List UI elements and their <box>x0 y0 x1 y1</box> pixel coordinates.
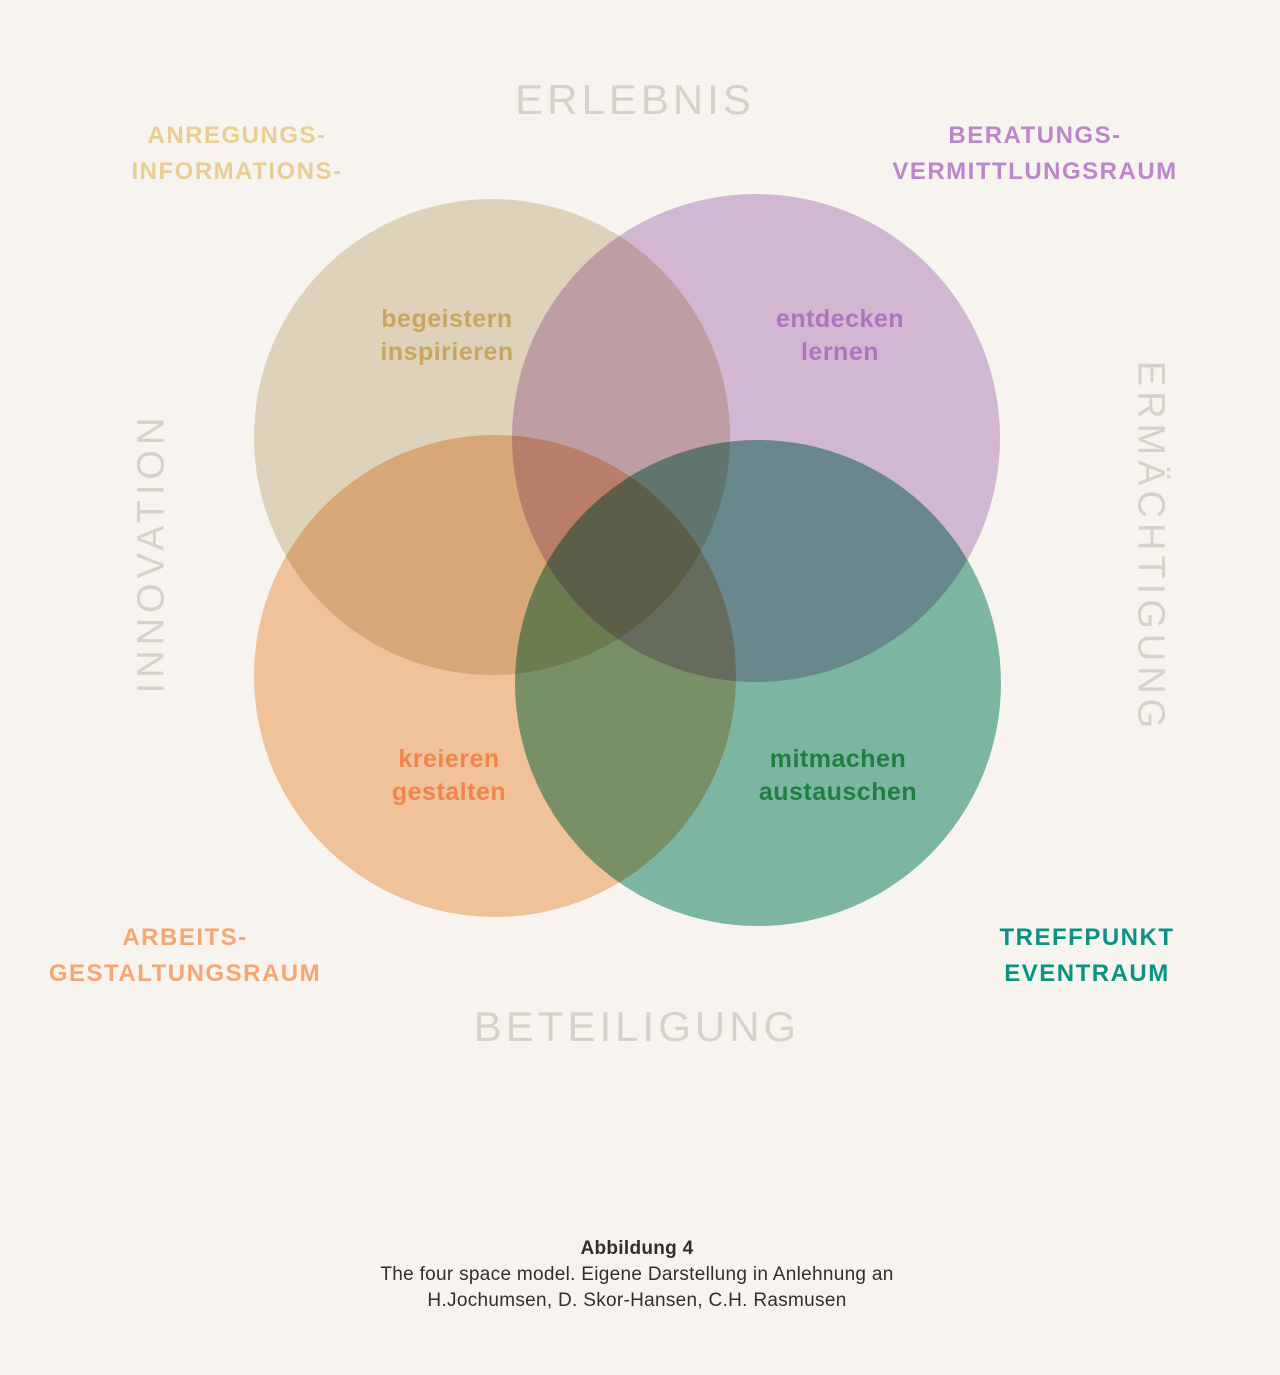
label-line: VERMITTLUNGSRAUM <box>892 158 1178 185</box>
label-arbeits-gestaltungsraum: ARBEITS- GESTALTUNGSRAUM <box>49 920 321 992</box>
label-line: TREFFPUNKT <box>999 924 1175 951</box>
circle-treffpunkt-eventraum <box>515 440 1001 926</box>
circle-label-begeistern-inspirieren: begeistern inspirieren <box>380 303 513 369</box>
figure-caption-line: H.Jochumsen, D. Skor-Hansen, C.H. Rasmus… <box>427 1290 847 1311</box>
label-line: ARBEITS- <box>122 924 248 951</box>
label-line: INFORMATIONS- <box>131 158 343 185</box>
label-line: entdecken <box>775 305 905 333</box>
label-line: EVENTRAUM <box>1004 960 1170 987</box>
figure-caption: Abbildung 4 The four space model. Eigene… <box>380 1236 893 1314</box>
axis-label-beteiligung: BETEILIGUNG <box>473 1003 801 1050</box>
axis-label-innovation: INNOVATION <box>130 412 173 694</box>
label-treffpunkt-eventraum: TREFFPUNKT EVENTRAUM <box>1000 920 1175 992</box>
label-line: inspirieren <box>380 338 514 366</box>
label-anregungs-informationsraum: ANREGUNGS- INFORMATIONS- <box>131 118 342 190</box>
label-line: ANREGUNGS- <box>147 122 327 149</box>
label-line: kreieren <box>398 745 500 773</box>
label-beratungs-vermittlungsraum: BERATUNGS- VERMITTLUNGSRAUM <box>892 118 1177 190</box>
figure-caption-line: The four space model. Eigene Darstellung… <box>380 1264 894 1285</box>
label-line: mitmachen <box>769 745 907 773</box>
circle-label-mitmachen-austauschen: mitmachen austauschen <box>759 743 917 809</box>
label-line: gestalten <box>391 778 507 806</box>
label-line: GESTALTUNGSRAUM <box>48 960 322 987</box>
axis-label-ermaechtigung: ERMÄCHTIGUNG <box>1129 360 1172 734</box>
circle-label-entdecken-lernen: entdecken lernen <box>776 303 904 369</box>
circle-label-kreieren-gestalten: kreieren gestalten <box>392 743 506 809</box>
label-line: austauschen <box>758 778 918 806</box>
label-line: lernen <box>800 338 880 366</box>
axis-label-erlebnis: ERLEBNIS <box>515 76 755 123</box>
figure-caption-title: Abbildung 4 <box>580 1238 694 1259</box>
label-line: BERATUNGS- <box>948 122 1122 149</box>
label-line: begeistern <box>381 305 513 333</box>
